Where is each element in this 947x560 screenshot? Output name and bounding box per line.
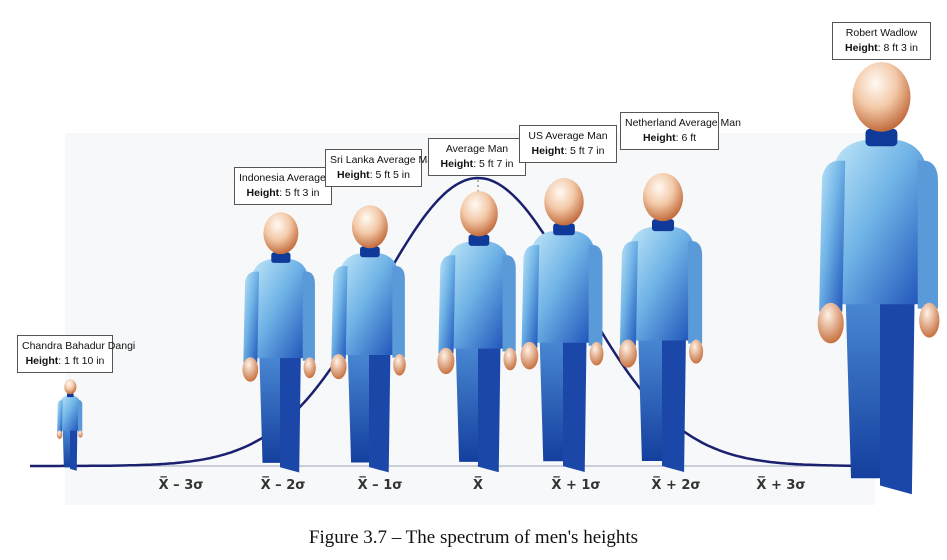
axis-label: X̅ – 2σ <box>261 478 306 493</box>
figure-caption: Figure 3.7 – The spectrum of men's heigh… <box>308 527 639 548</box>
person-name: Average Man <box>445 143 509 155</box>
label-chandra: Chandra Bahadur Dangi Height: 1 ft 10 in <box>17 335 136 373</box>
person-height: Height: 5 ft 5 in <box>337 169 410 181</box>
person-figure <box>618 172 704 472</box>
person-height: Height: 5 ft 3 in <box>246 187 320 199</box>
person-height: Height: 6 ft <box>642 132 697 144</box>
axis-label: X̅ + 2σ <box>651 478 700 493</box>
person-height: Height: 8 ft 3 in <box>845 42 918 54</box>
person-figure <box>56 379 83 471</box>
label-srilanka: Sri Lanka Average Man Height: 5 ft 5 in <box>325 149 439 187</box>
person-height: Height: 1 ft 10 in <box>25 355 105 367</box>
person-height: Height: 5 ft 7 in <box>440 158 514 170</box>
person-name: Netherland Average Man <box>625 117 741 129</box>
person-name: Robert Wadlow <box>845 27 918 39</box>
person-figure <box>520 178 604 473</box>
label-average: Average Man Height: 5 ft 7 in <box>428 138 526 176</box>
person-figure <box>330 205 406 473</box>
person-name: Chandra Bahadur Dangi <box>22 340 136 352</box>
axis-label: X̅ <box>473 478 483 493</box>
bell-curve <box>30 176 873 468</box>
label-us: US Average Man Height: 5 ft 7 in <box>519 125 617 163</box>
person-name: Sri Lanka Average Man <box>330 154 439 166</box>
person-figure <box>817 62 940 495</box>
person-name: US Average Man <box>528 130 608 142</box>
label-indonesia: Indonesia Average Man Height: 5 ft 3 in <box>234 167 350 205</box>
bell-curve-diagram: X̅ – 3σ X̅ – 2σ X̅ – 1σ X̅ X̅ + 1σ X̅ + 2σ X̅ … <box>30 62 940 495</box>
label-netherland: Netherland Average Man Height: 6 ft <box>620 112 741 150</box>
axis-label: X̅ + 1σ <box>551 478 600 493</box>
label-wadlow: Robert Wadlow Height: 8 ft 3 in <box>832 22 931 60</box>
axis-label: X̅ + 3σ <box>756 478 805 493</box>
person-figure <box>242 212 316 473</box>
person-figure <box>437 191 517 473</box>
axis-label: X̅ – 1σ <box>358 478 403 493</box>
person-height: Height: 5 ft 7 in <box>531 145 605 157</box>
person-name: Indonesia Average Man <box>239 172 350 184</box>
axis-label: X̅ – 3σ <box>159 478 204 493</box>
